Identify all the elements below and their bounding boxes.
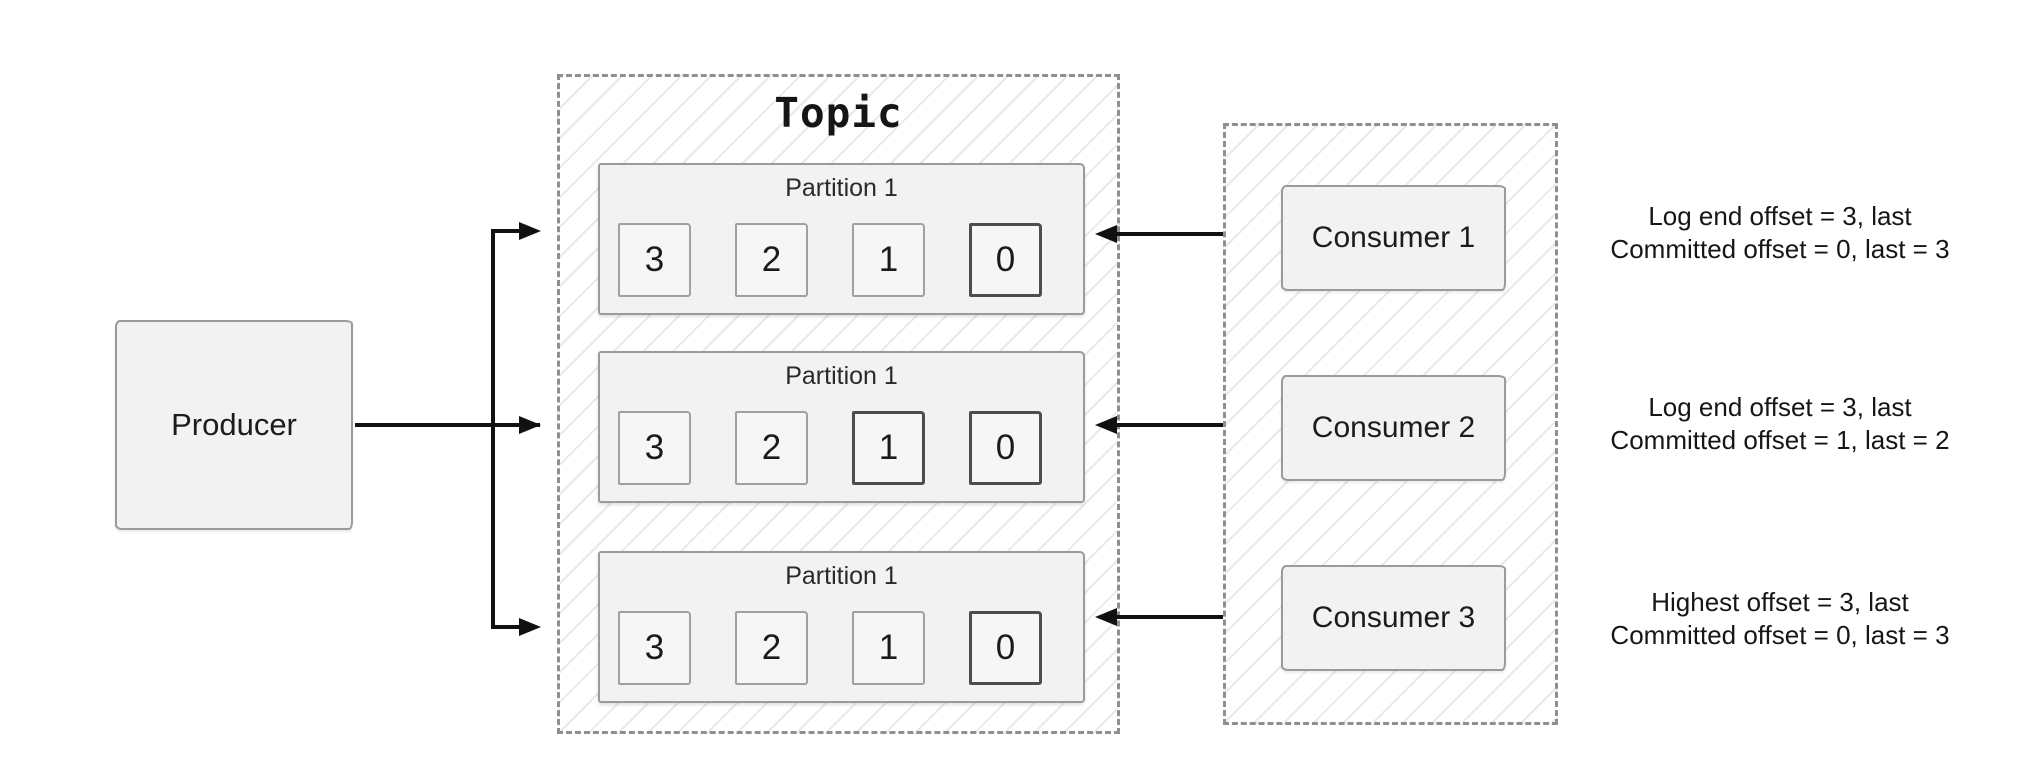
partition-box-3: Partition 1 3 2 1 0 (598, 551, 1085, 703)
offset-cell: 2 (735, 611, 808, 685)
offset-cell: 3 (618, 611, 691, 685)
offset-cell: 2 (735, 411, 808, 485)
note-line: Highest offset = 3, last (1651, 587, 1909, 617)
topic-title: Topic (774, 89, 903, 137)
fanout-vertical-line (491, 229, 495, 629)
consumer-group-box: Consumer 1 Consumer 2 Consumer 3 (1223, 123, 1558, 725)
topic-group-box: Topic Partition 1 3 2 1 0 Partition 1 3 … (557, 74, 1120, 734)
note-line: Log end offset = 3, last (1648, 392, 1912, 422)
consumer-3-offset-note: Highest offset = 3, last Committed offse… (1580, 586, 1980, 652)
arrowhead-to-partition-2 (519, 416, 541, 434)
offset-cell: 0 (969, 611, 1042, 685)
consumer-box-1: Consumer 1 (1281, 185, 1506, 291)
arrowhead-to-partition-1 (519, 222, 541, 240)
partition-label: Partition 1 (785, 174, 898, 202)
offset-cells: 3 2 1 0 (618, 223, 1042, 297)
consumer-1-arrow-line (1113, 232, 1278, 236)
offset-cell: 3 (618, 223, 691, 297)
partition-box-1: Partition 1 3 2 1 0 (598, 163, 1085, 315)
arrowhead-from-consumer-3 (1095, 608, 1117, 626)
arrowhead-from-consumer-2 (1095, 416, 1117, 434)
partition-label: Partition 1 (785, 562, 898, 590)
producer-label: Producer (171, 407, 297, 442)
consumer-1-offset-note: Log end offset = 3, last Committed offse… (1580, 200, 1980, 266)
offset-cell: 0 (969, 223, 1042, 297)
note-line: Committed offset = 0, last = 3 (1610, 620, 1950, 650)
fanout-bottom-branch-line (491, 625, 523, 629)
consumer-label: Consumer 1 (1311, 221, 1476, 254)
fanout-top-branch-line (491, 229, 523, 233)
partition-label: Partition 1 (785, 362, 898, 390)
consumer-label: Consumer 3 (1311, 601, 1476, 634)
note-line: Committed offset = 1, last = 2 (1610, 425, 1950, 455)
offset-cells: 3 2 1 0 (618, 611, 1042, 685)
consumer-3-arrow-line (1113, 615, 1278, 619)
offset-cell: 1 (852, 223, 925, 297)
offset-cell: 0 (969, 411, 1042, 485)
consumer-label: Consumer 2 (1311, 411, 1476, 444)
note-line: Committed offset = 0, last = 3 (1610, 234, 1950, 264)
consumer-2-arrow-line (1113, 423, 1278, 427)
consumer-box-2: Consumer 2 (1281, 375, 1506, 481)
producer-box: Producer (115, 320, 353, 530)
offset-cells: 3 2 1 0 (618, 411, 1042, 485)
producer-arrow-line (355, 423, 540, 427)
offset-cell: 3 (618, 411, 691, 485)
offset-cell: 2 (735, 223, 808, 297)
consumer-2-offset-note: Log end offset = 3, last Committed offse… (1580, 391, 1980, 457)
note-line: Log end offset = 3, last (1648, 201, 1912, 231)
offset-cell: 1 (852, 411, 925, 485)
arrowhead-to-partition-3 (519, 618, 541, 636)
arrowhead-from-consumer-1 (1095, 225, 1117, 243)
offset-cell: 1 (852, 611, 925, 685)
partition-box-2: Partition 1 3 2 1 0 (598, 351, 1085, 503)
consumer-box-3: Consumer 3 (1281, 565, 1506, 671)
